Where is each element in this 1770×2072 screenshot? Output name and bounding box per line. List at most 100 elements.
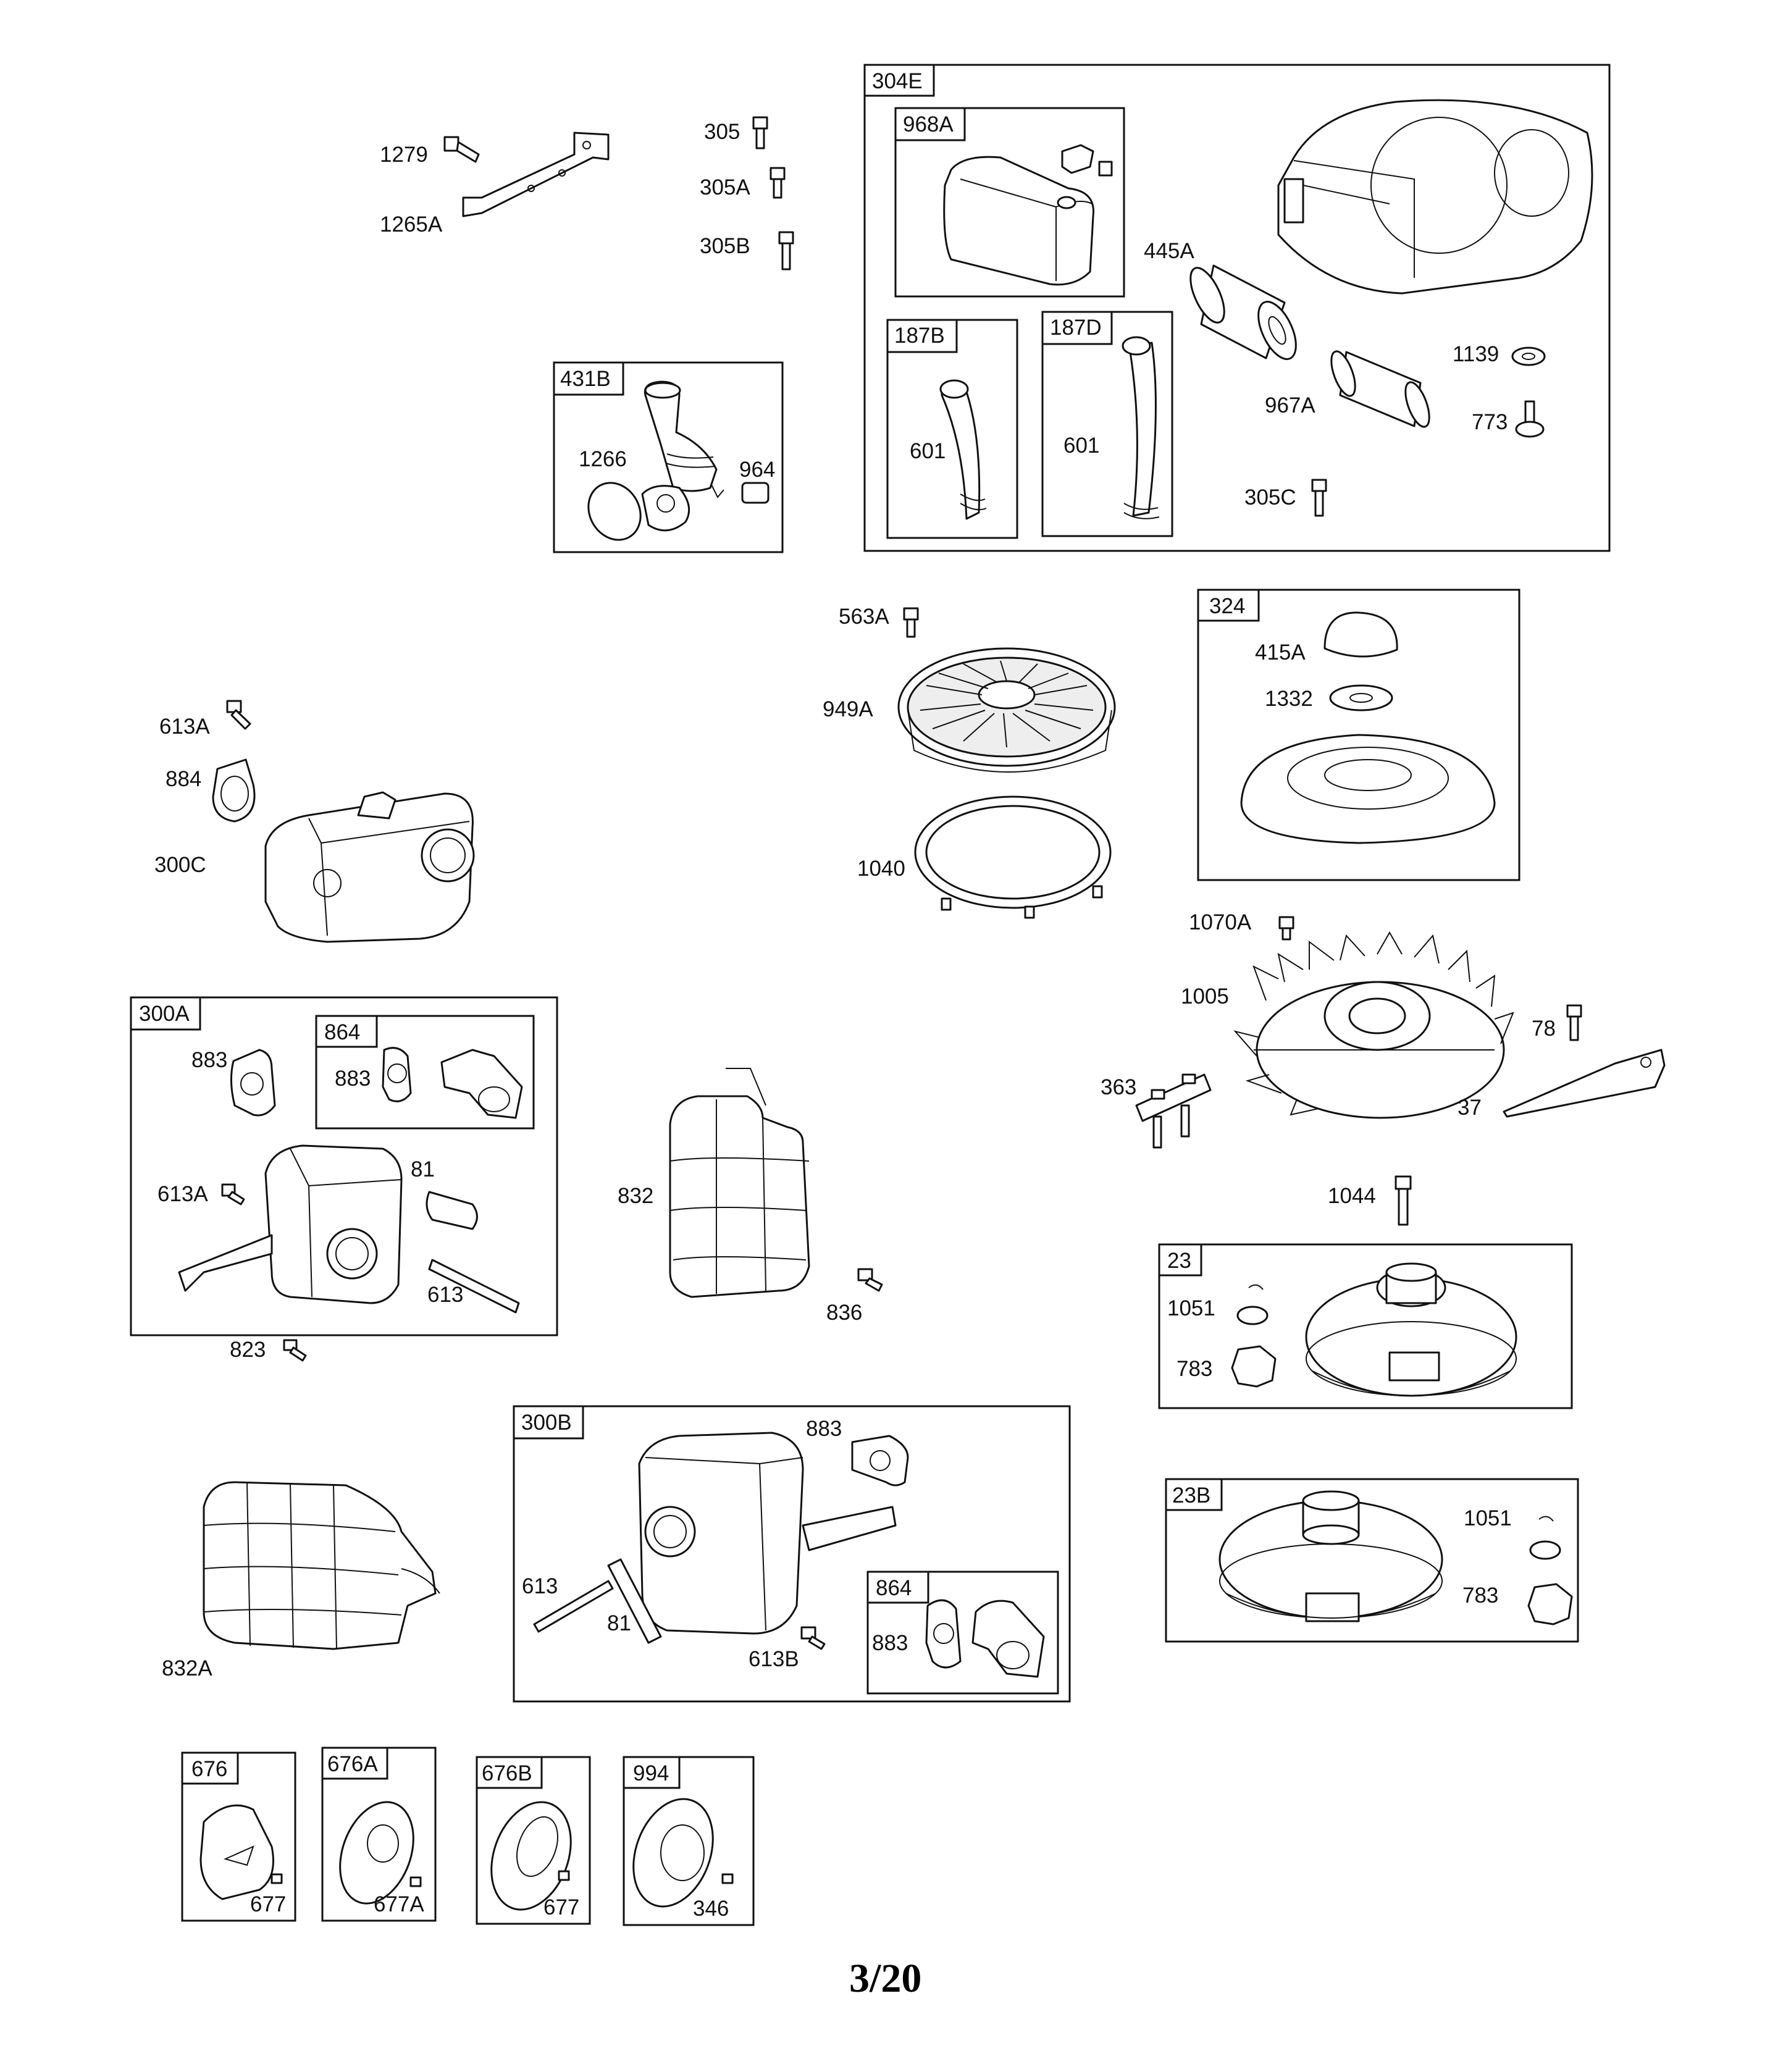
box-300A: 300A (130, 996, 558, 1336)
callout-783-b: 783 (1462, 1583, 1498, 1608)
box-23: 23 (1158, 1243, 1573, 1409)
screw-305C (1311, 479, 1327, 517)
box-23B: 23B (1165, 1478, 1579, 1643)
box-label-23: 23 (1167, 1249, 1191, 1273)
callout-363: 363 (1101, 1075, 1136, 1099)
box-label-324: 324 (1209, 594, 1245, 618)
box-994: 994 (623, 1756, 755, 1926)
callout-601-b: 601 (1063, 434, 1099, 458)
screw-563A (903, 607, 919, 638)
callout-78: 78 (1532, 1017, 1556, 1041)
callout-883-d: 883 (872, 1631, 908, 1655)
callout-613-b: 613 (522, 1574, 558, 1598)
box-300B: 300B (513, 1405, 1071, 1703)
callout-832: 832 (618, 1184, 653, 1208)
knob-773 (1515, 400, 1545, 438)
callout-836: 836 (826, 1301, 862, 1325)
callout-415A: 415A (1255, 640, 1306, 665)
callout-81-a: 81 (411, 1157, 435, 1181)
callout-823: 823 (230, 1338, 266, 1362)
callout-883-b: 883 (335, 1067, 371, 1091)
box-187B: 187B (886, 319, 1018, 539)
callout-783-a: 783 (1177, 1357, 1212, 1381)
callout-1266: 1266 (579, 447, 627, 471)
box-label-300A: 300A (139, 1002, 190, 1026)
bolt-613A-top (226, 700, 251, 730)
box-676A: 676A (321, 1747, 437, 1922)
callout-1051-b: 1051 (1464, 1506, 1512, 1530)
callout-773: 773 (1472, 410, 1508, 434)
screw-836 (857, 1268, 883, 1292)
callout-613-a: 613 (427, 1283, 463, 1307)
box-label-968A: 968A (903, 112, 954, 136)
callout-832A: 832A (162, 1656, 212, 1680)
box-label-864-a: 864 (324, 1020, 360, 1044)
callout-1265A: 1265A (380, 212, 443, 237)
callout-1139: 1139 (1453, 342, 1499, 366)
callout-677-b: 677 (543, 1895, 579, 1919)
box-label-676A: 676A (327, 1752, 378, 1776)
callout-563A: 563A (839, 605, 889, 629)
callout-601-a: 601 (910, 439, 946, 463)
box-label-994: 994 (633, 1761, 669, 1785)
callout-305A: 305A (700, 175, 750, 199)
callout-949A: 949A (823, 697, 873, 721)
callout-1005: 1005 (1181, 984, 1229, 1009)
box-431B: 431B (553, 361, 784, 553)
callout-1070A: 1070A (1189, 910, 1252, 934)
bolt-78 (1566, 1004, 1582, 1041)
box-864-a: 864 (315, 1015, 535, 1130)
muffler-300C (264, 791, 475, 943)
callout-445A: 445A (1144, 239, 1194, 263)
box-label-187B: 187B (894, 324, 945, 348)
box-label-187D: 187D (1050, 316, 1102, 340)
flywheel-1005 (1233, 931, 1514, 1119)
box-label-304E: 304E (872, 69, 923, 93)
blower-housing (1277, 99, 1593, 295)
bolt-1070A (1278, 916, 1294, 941)
screw-305 (752, 116, 768, 149)
callout-613A-top: 613A (159, 715, 210, 739)
callout-613A-mid: 613A (157, 1182, 208, 1206)
box-304E: 304E (863, 64, 1611, 552)
box-324: 324 (1197, 589, 1520, 881)
box-label-23B: 23B (1172, 1483, 1210, 1508)
callout-884: 884 (166, 767, 201, 791)
box-label-676: 676 (191, 1757, 227, 1781)
screw-305A (770, 167, 786, 199)
shield-37 (1503, 1049, 1666, 1118)
callout-677-a: 677 (250, 1892, 286, 1916)
callout-1040: 1040 (857, 857, 905, 881)
box-676: 676 (181, 1751, 296, 1922)
box-864-b: 864 (866, 1571, 1059, 1695)
callout-305: 305 (704, 120, 740, 144)
guard-832 (669, 1068, 810, 1298)
callout-37: 37 (1458, 1096, 1482, 1120)
callout-1279: 1279 (380, 143, 428, 167)
callout-81-b: 81 (607, 1611, 631, 1635)
callout-883-a: 883 (191, 1048, 227, 1072)
pre-filter-967A (1330, 350, 1430, 428)
callout-305B: 305B (700, 234, 750, 258)
screw-305B (778, 231, 794, 271)
ring-1040 (914, 795, 1112, 919)
page-number: 3/20 (849, 1956, 921, 2001)
callout-305C: 305C (1244, 485, 1296, 510)
callout-1051-a: 1051 (1167, 1296, 1215, 1320)
callout-883-c: 883 (806, 1417, 842, 1441)
box-label-431B: 431B (560, 367, 611, 391)
callout-346: 346 (693, 1897, 729, 1921)
callout-1332: 1332 (1265, 687, 1313, 711)
screw-823 (283, 1339, 307, 1362)
air-filter-445A (1189, 264, 1297, 360)
bolt-1279 (443, 136, 480, 163)
box-968A: 968A (894, 107, 1125, 298)
bracket-363 (1135, 1073, 1212, 1149)
box-676B: 676B (476, 1756, 591, 1925)
box-label-864-b: 864 (876, 1576, 912, 1600)
guard-832A (203, 1481, 440, 1650)
callout-964: 964 (739, 458, 775, 482)
callout-1044: 1044 (1328, 1184, 1376, 1208)
bolt-1044 (1395, 1175, 1412, 1226)
